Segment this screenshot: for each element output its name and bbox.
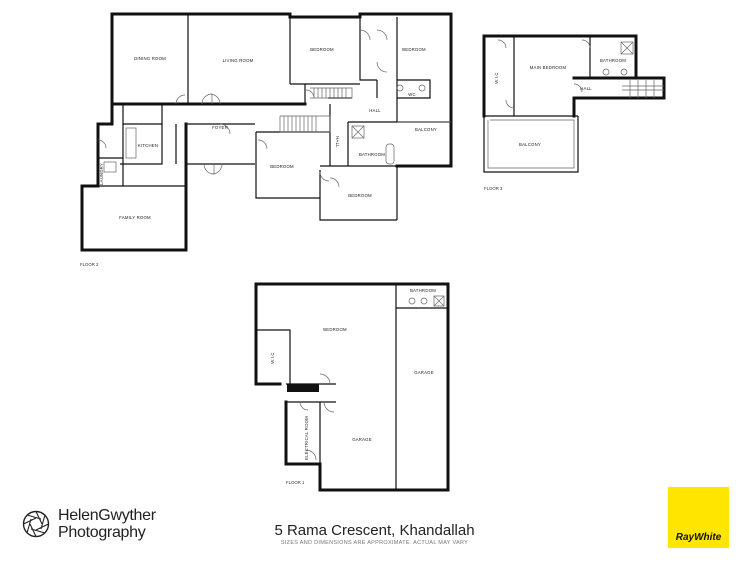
floor1-bathroom-label: BATHROOM	[410, 288, 436, 293]
floor2-dining-room-label: DINING ROOM	[134, 56, 166, 61]
floor1-bedroom-label: BEDROOM	[323, 327, 347, 332]
floor-1-plan: BATHROOM BEDROOM W.I.C GARAGE ELECTRICAL…	[254, 282, 450, 492]
property-address: 5 Rama Crescent, Khandallah	[274, 522, 475, 539]
floor-2-plan: DINING ROOM LIVING ROOM BEDROOM BEDROOM …	[80, 12, 453, 267]
floor2-bathroom-label: BATHROOM	[359, 152, 385, 157]
floor2-foyer-label: FOYER	[212, 125, 228, 130]
floor1-garage-a-label: GARAGE	[414, 370, 434, 375]
floor2-bedroom-d-label: BEDROOM	[348, 193, 372, 198]
floor2-label: FLOOR 2	[80, 262, 99, 267]
floor3-main-bedroom-label: MAIN BEDROOM	[530, 65, 567, 70]
photographer-line2: Photography	[58, 524, 146, 541]
floor2-bedroom-b-label: BEDROOM	[402, 47, 426, 52]
floor2-hall-b-label: HALL	[335, 136, 340, 148]
floor2-living-room-label: LIVING ROOM	[223, 58, 254, 63]
floor1-label: FLOOR 1	[286, 480, 305, 485]
photographer-line1: HelenGwyther	[58, 507, 156, 524]
floor3-hall-label: HALL	[580, 86, 592, 91]
disclaimer-text: SIZES AND DIMENSIONS ARE APPROXIMATE. AC…	[280, 540, 469, 546]
floor3-balcony-label: BALCONY	[519, 142, 541, 147]
floor-3-plan: W.I.C MAIN BEDROOM BATHROOM HALL BALCONY…	[482, 34, 666, 191]
photographer-logo: HelenGwyther Photography	[22, 506, 156, 542]
floor3-wic-label: W.I.C	[494, 72, 499, 84]
floor3-label: FLOOR 3	[484, 186, 503, 191]
photographer-name: HelenGwyther Photography	[58, 507, 156, 541]
camera-aperture-icon	[22, 510, 50, 538]
floor2-bedroom-c-label: BEDROOM	[270, 164, 294, 169]
floor1-electrical-room-label: ELECTRICAL ROOM	[304, 416, 309, 460]
floor2-hall-a-label: HALL	[369, 108, 381, 113]
floor2-kitchen-label: KITCHEN	[138, 143, 158, 148]
floor1-garage-b-label: GARAGE	[352, 437, 372, 442]
floor2-balcony-label: BALCONY	[415, 127, 437, 132]
floor2-wc-label: WC	[408, 92, 416, 97]
ray-white-logo: RayWhite	[668, 487, 729, 548]
floor3-bathroom-label: BATHROOM	[600, 58, 626, 63]
floor2-laundry-label: LAUNDRY	[99, 163, 104, 185]
floor1-wic-label: W.I.C	[270, 352, 275, 364]
floor2-bedroom-a-label: BEDROOM	[310, 47, 334, 52]
ray-white-logo-text: RayWhite	[675, 532, 722, 543]
floor2-family-room-label: FAMILY ROOM	[119, 215, 151, 220]
